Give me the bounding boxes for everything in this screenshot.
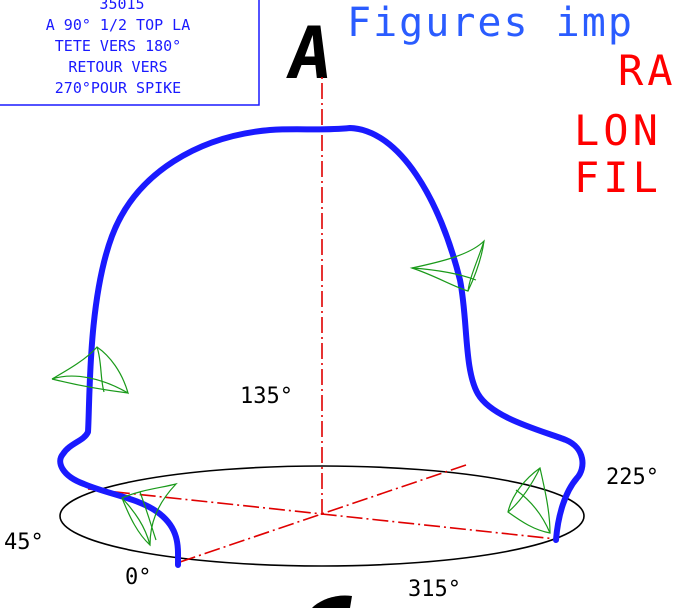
axis-0-180	[179, 464, 467, 563]
axis-45-225	[87, 488, 557, 540]
big-letter-a: A	[283, 12, 338, 96]
note-line-1: A 90° 1/2 TOP LA	[46, 16, 191, 34]
angle-label-315: 315°	[408, 577, 461, 602]
red-label-2: FIL	[574, 153, 662, 202]
ground-ellipse	[59, 465, 585, 567]
note-box: 35015 A 90° 1/2 TOP LA TETE VERS 180° RE…	[0, 0, 260, 106]
note-line-2: TETE VERS 180°	[55, 37, 181, 55]
note-line-0: 35015	[99, 0, 144, 13]
angle-label-135: 135°	[240, 384, 293, 409]
cone-marker-right-high	[409, 239, 485, 292]
angle-label-225: 225°	[606, 465, 659, 490]
red-label-0: RA	[618, 46, 677, 95]
red-label-1: LON	[574, 106, 662, 155]
angle-label-0: 0°	[125, 565, 152, 590]
reference-axes	[87, 75, 557, 563]
note-line-4: 270°POUR SPIKE	[55, 79, 181, 97]
note-line-3: RETOUR VERS	[68, 58, 167, 76]
flight-path	[57, 125, 586, 568]
title-fragment: Figures imp	[347, 0, 634, 46]
cone-marker-bottom-left	[121, 482, 178, 547]
cone-marker-left	[51, 346, 129, 395]
cone-marker-bottom-right	[507, 466, 551, 534]
bottom-glyph-fragment	[312, 595, 352, 608]
angle-label-45: 45°	[4, 530, 44, 555]
